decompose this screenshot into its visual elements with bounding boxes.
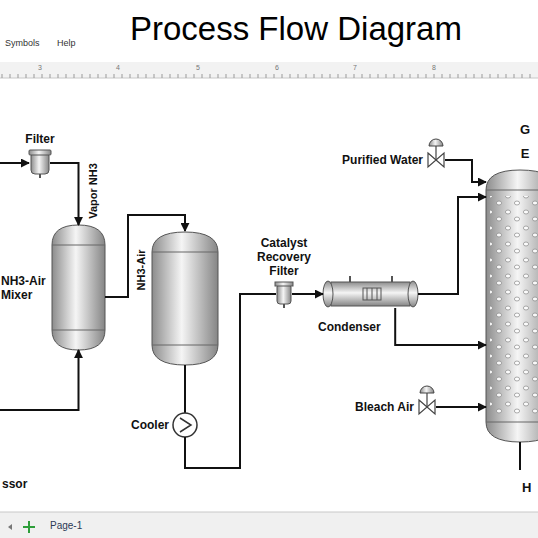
mixer-node: NH3-Air Mixer: [52, 225, 105, 350]
ruler-number: 7: [353, 63, 357, 73]
ruler-number: 4: [116, 63, 120, 73]
valve-node: Purified Water: [427, 152, 445, 168]
cooler-node: Cooler: [173, 413, 197, 437]
process-pipe: [436, 406, 486, 408]
page-tabs-bar: [0, 512, 538, 538]
feed-pipe: [0, 162, 29, 164]
menu-item: Help: [57, 37, 76, 49]
equipment-label: Filter: [25, 132, 54, 146]
control-valve: [419, 386, 435, 414]
valve-node: Bleach Air: [418, 399, 436, 415]
catalyst-filter-node: Catalyst Recovery Filter: [276, 282, 292, 306]
equipment-label: Catalyst Recovery Filter: [248, 236, 320, 278]
page-tab: Page-1: [50, 519, 82, 532]
equipment-label: G E: [517, 118, 533, 166]
menu-item: Symbols: [5, 37, 40, 49]
condenser-exchanger: [323, 276, 418, 307]
diagram-title: Process Flow Diagram: [130, 10, 462, 48]
cooler-symbol: [173, 413, 197, 437]
ruler-number: 6: [275, 63, 279, 73]
control-valve: [428, 139, 444, 167]
equipment-label: ssor: [2, 477, 27, 491]
stream-label: Vapor NH3: [86, 163, 100, 219]
reactor-column: [152, 232, 218, 365]
equipment-label: Bleach Air: [355, 400, 414, 414]
process-pipe: [395, 308, 486, 345]
process-pipe: [50, 163, 79, 225]
process-pipe: [292, 293, 323, 295]
catalyst-filter: [275, 282, 293, 308]
filter-vessel: [29, 150, 51, 178]
column-outlet-pipe: [184, 365, 186, 413]
toolbar: [0, 0, 538, 60]
mixer-vessel: [52, 225, 105, 350]
ruler-number: 3: [38, 63, 42, 73]
process-pipe: [418, 197, 486, 294]
ruler: [0, 62, 538, 78]
process-pipe: [0, 350, 79, 410]
stream-label: H: [522, 480, 531, 496]
ruler-number: 8: [432, 63, 436, 73]
equipment-label: NH3-Air Mixer: [1, 274, 48, 302]
process-pipe: [185, 294, 276, 468]
filter-node: Filter: [30, 150, 50, 176]
bubble-column-vessel: [486, 170, 538, 470]
equipment-label: Purified Water: [342, 153, 423, 167]
vessel-node: G E: [486, 170, 538, 442]
stream-label: NH3-Air: [134, 250, 148, 291]
ruler-number: 5: [196, 63, 200, 73]
equipment-label: Condenser: [318, 320, 381, 334]
process-pipe: [445, 160, 486, 182]
condenser-node: Condenser: [323, 280, 418, 308]
equipment-label: Cooler: [131, 418, 169, 432]
